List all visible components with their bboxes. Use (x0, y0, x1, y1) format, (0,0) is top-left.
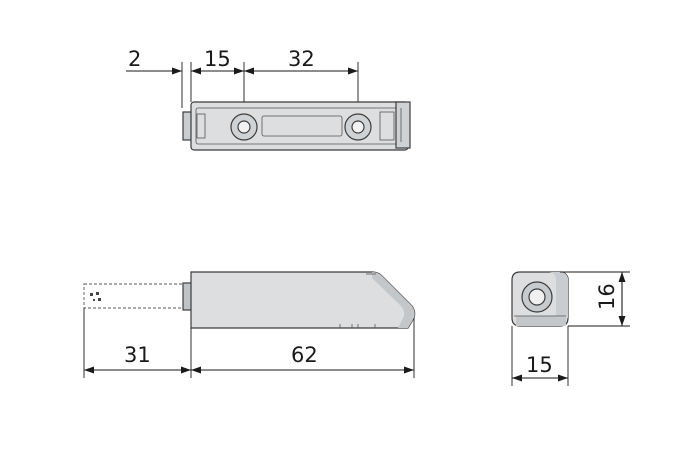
right-clip (379, 111, 395, 141)
dim-label-15-end: 15 (526, 353, 553, 377)
housing-side-shade (372, 272, 415, 328)
end-plunger (528, 288, 546, 306)
housing-top (190, 101, 409, 151)
dim-label-31: 31 (124, 343, 151, 367)
end-cap-top (395, 101, 411, 149)
plunger-tip-marks (90, 292, 101, 301)
end-view: 15 16 (511, 271, 630, 386)
plunger-extended (83, 283, 184, 309)
screw-hole-2 (351, 120, 365, 134)
dim-label-32: 32 (288, 47, 315, 71)
dim-label-2: 2 (128, 47, 141, 71)
end-base-shade (516, 316, 566, 326)
bottom-tick-marks (339, 324, 376, 328)
dim-label-15-top: 15 (204, 47, 231, 71)
side-view: 31 62 (83, 271, 416, 378)
end-side-shade (548, 272, 568, 318)
left-pocket (196, 113, 206, 139)
dim-label-62: 62 (291, 343, 318, 367)
dim-label-16: 16 (595, 283, 619, 310)
center-slot (261, 115, 343, 137)
top-view: 2 15 32 (126, 47, 411, 151)
screw-hole-1 (237, 120, 251, 134)
